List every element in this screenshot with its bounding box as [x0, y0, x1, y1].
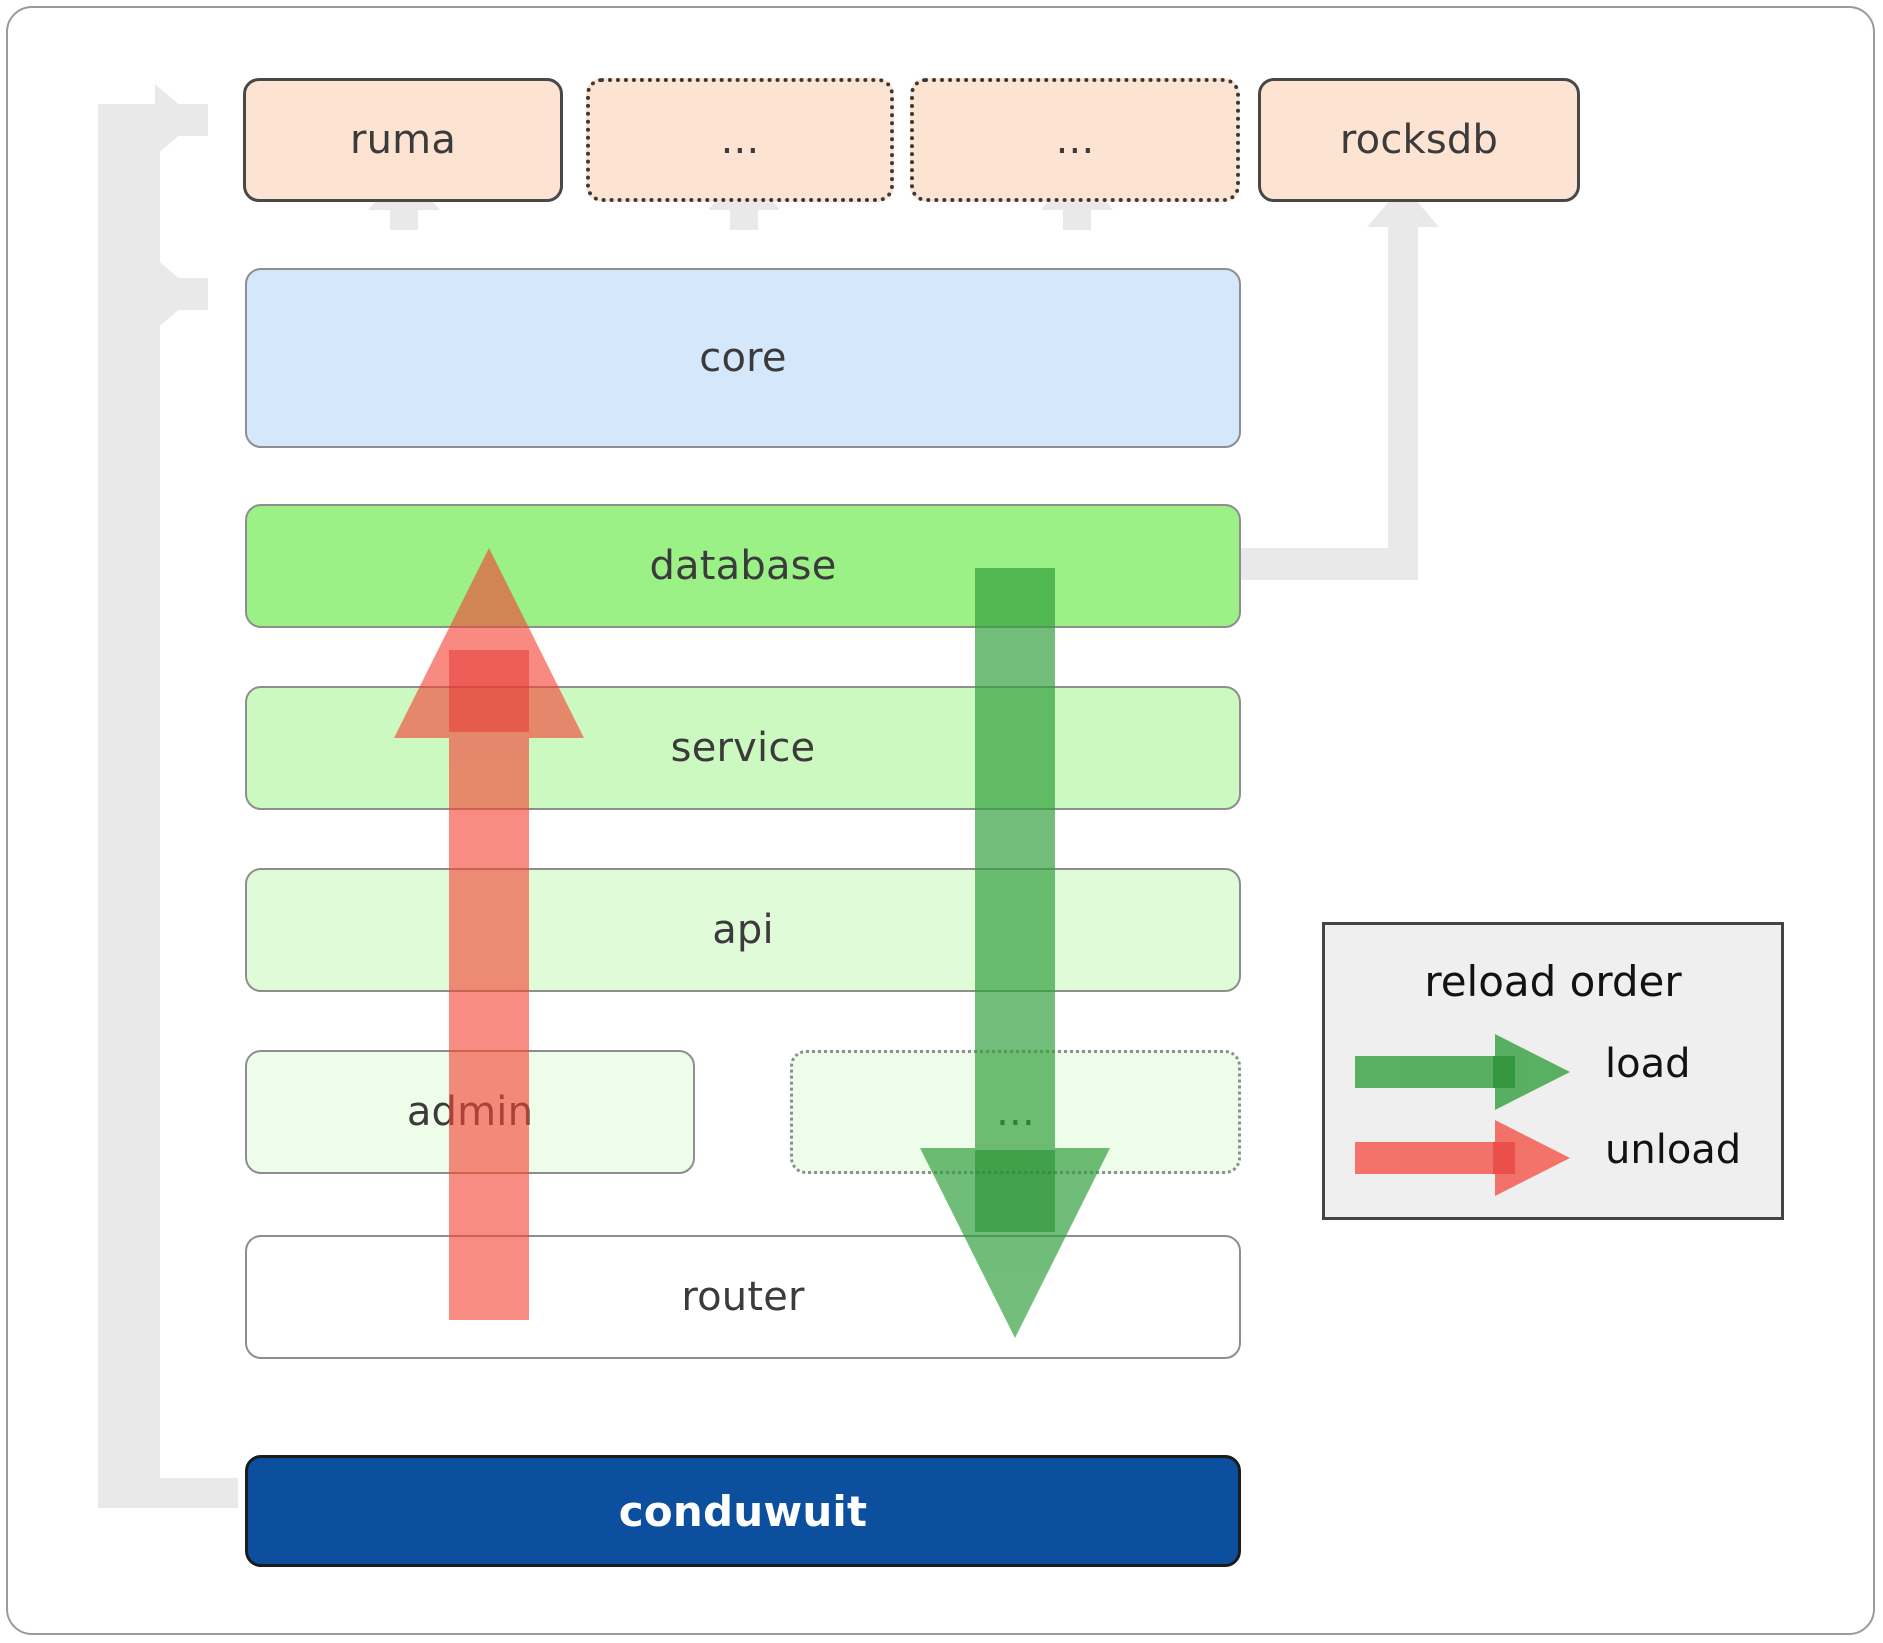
connector-arrowhead-core — [155, 258, 197, 330]
crate-box-api[interactable]: api — [245, 868, 1241, 992]
dependency-label: rocksdb — [1339, 117, 1499, 163]
dependency-label: ruma — [349, 117, 457, 163]
dependency-box-rocksdb[interactable]: rocksdb — [1258, 78, 1580, 202]
crate-box-service[interactable]: service — [245, 686, 1241, 810]
legend-label-unload: unload — [1605, 1127, 1742, 1173]
connector-conduwuit-to-spine — [98, 1478, 238, 1508]
crate-label: admin — [406, 1089, 534, 1135]
legend-row-unload: unload — [1325, 1119, 1781, 1197]
connector-database-to-rocksdb-vertical — [1388, 212, 1418, 580]
unload-arrow-icon — [1355, 1120, 1570, 1196]
connector-database-to-rocksdb-horizontal — [1226, 548, 1418, 580]
crate-box-admin[interactable]: admin — [245, 1050, 695, 1174]
legend-panel: reload order load unload — [1322, 922, 1784, 1220]
crate-label: service — [670, 725, 816, 771]
dependency-label: ... — [1055, 117, 1095, 163]
crate-label: core — [699, 335, 787, 381]
dependency-box-ellipsis-2[interactable]: ... — [910, 78, 1240, 202]
dependency-box-ellipsis-1[interactable]: ... — [586, 78, 894, 202]
crate-label: ... — [996, 1089, 1035, 1135]
crate-box-router[interactable]: router — [245, 1235, 1241, 1359]
connector-spine-vertical — [98, 132, 160, 1507]
crate-box-database[interactable]: database — [245, 504, 1241, 628]
diagram-frame — [6, 6, 1875, 1635]
crate-label: conduwuit — [618, 1486, 868, 1536]
crate-label: api — [712, 907, 774, 953]
crate-box-conduwuit[interactable]: conduwuit — [245, 1455, 1241, 1567]
dependency-label: ... — [720, 117, 760, 163]
dependency-box-ruma[interactable]: ruma — [243, 78, 563, 202]
connector-arrowhead-ruma — [155, 84, 197, 156]
crate-box-admin-ellipsis[interactable]: ... — [790, 1050, 1241, 1174]
legend-label-load: load — [1605, 1041, 1691, 1087]
crate-label: router — [681, 1274, 805, 1320]
legend-row-load: load — [1325, 1033, 1781, 1111]
crate-box-core[interactable]: core — [245, 268, 1241, 448]
load-arrow-icon — [1355, 1034, 1570, 1110]
legend-title: reload order — [1424, 957, 1682, 1006]
crate-label: database — [649, 543, 837, 589]
